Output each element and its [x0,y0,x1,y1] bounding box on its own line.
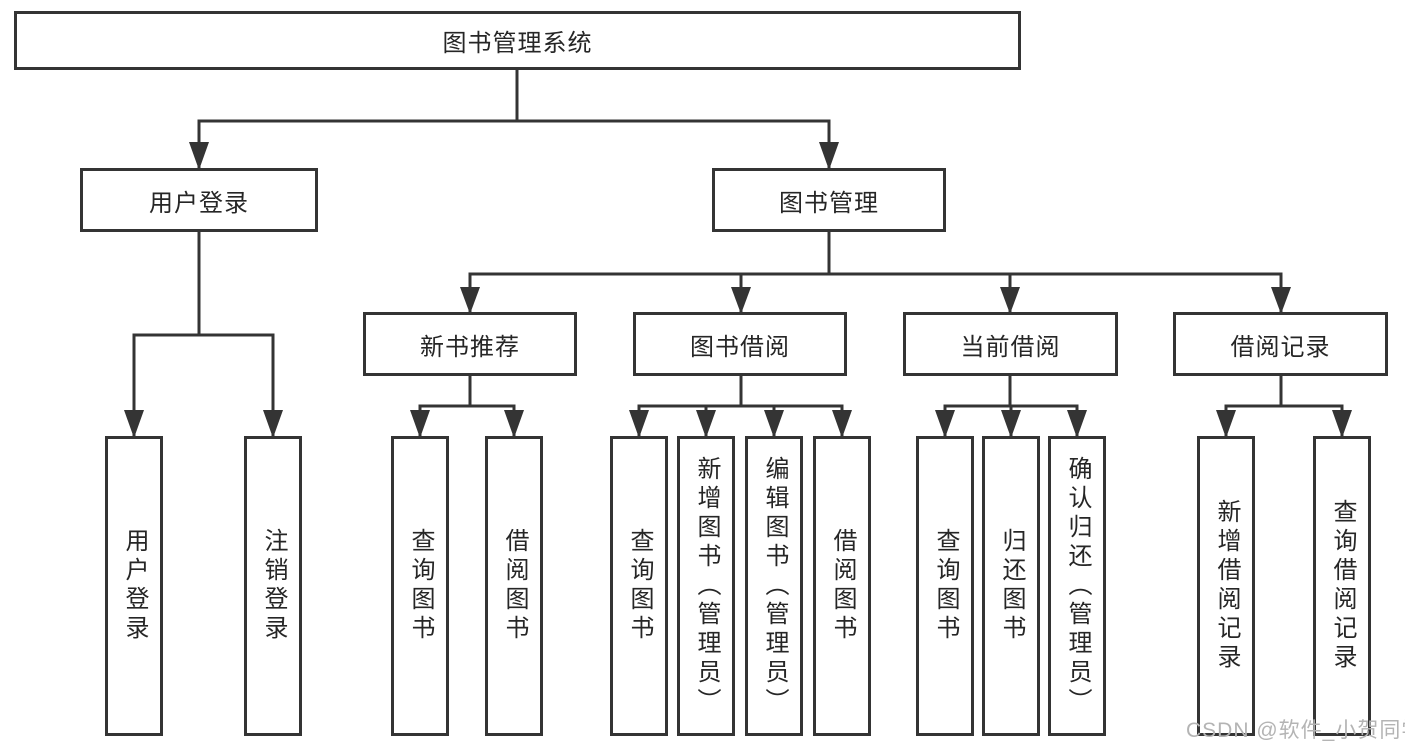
node-label: 新增借阅记录 [1213,499,1240,673]
node-new-book-recommend: 新书推荐 [363,312,577,376]
watermark: CSDN @软件_小贺同学 [1186,719,1405,742]
node-label: 注销登录 [260,528,287,644]
leaf-query-books-current: 查询图书 [916,436,974,736]
leaf-add-book-admin: 新增图书（管理员） [677,436,735,736]
node-current-borrow: 当前借阅 [903,312,1118,376]
node-label: 用户登录 [121,528,148,644]
node-label: 归还图书 [998,528,1025,644]
node-label: 用户登录 [149,189,249,217]
node-root: 图书管理系统 [14,11,1021,70]
leaf-user-login: 用户登录 [105,436,163,736]
node-user-login: 用户登录 [80,168,318,232]
node-label: 图书管理 [779,189,879,217]
node-label: 当前借阅 [960,333,1061,361]
node-label: 借阅图书 [501,528,528,644]
node-label: 图书借阅 [690,333,790,361]
node-book-management: 图书管理 [712,168,946,232]
node-label: 查询借阅记录 [1329,499,1356,673]
node-label: 新增图书（管理员） [693,455,720,717]
leaf-return-book: 归还图书 [982,436,1040,736]
leaf-borrow-books: 借阅图书 [813,436,871,736]
node-label: 查询图书 [932,528,959,644]
leaf-query-books-borrow: 查询图书 [610,436,668,736]
node-root-label: 图书管理系统 [442,30,593,57]
leaf-add-borrow-record: 新增借阅记录 [1197,436,1255,736]
node-label: 借阅记录 [1230,333,1331,361]
leaf-confirm-return-admin: 确认归还（管理员） [1048,436,1106,736]
node-label: 查询图书 [407,528,434,644]
node-label: 新书推荐 [420,333,520,361]
leaf-query-books-recommend: 查询图书 [391,436,449,736]
leaf-query-borrow-record: 查询借阅记录 [1313,436,1371,736]
node-label: 编辑图书（管理员） [761,455,788,717]
node-borrow-record: 借阅记录 [1173,312,1388,376]
leaf-edit-book-admin: 编辑图书（管理员） [745,436,803,736]
node-book-borrow: 图书借阅 [633,312,847,376]
node-label: 查询图书 [626,528,653,644]
leaf-borrow-books-recommend: 借阅图书 [485,436,543,736]
node-label: 确认归还（管理员） [1064,455,1091,717]
leaf-logout: 注销登录 [244,436,302,736]
node-label: 借阅图书 [829,528,856,644]
